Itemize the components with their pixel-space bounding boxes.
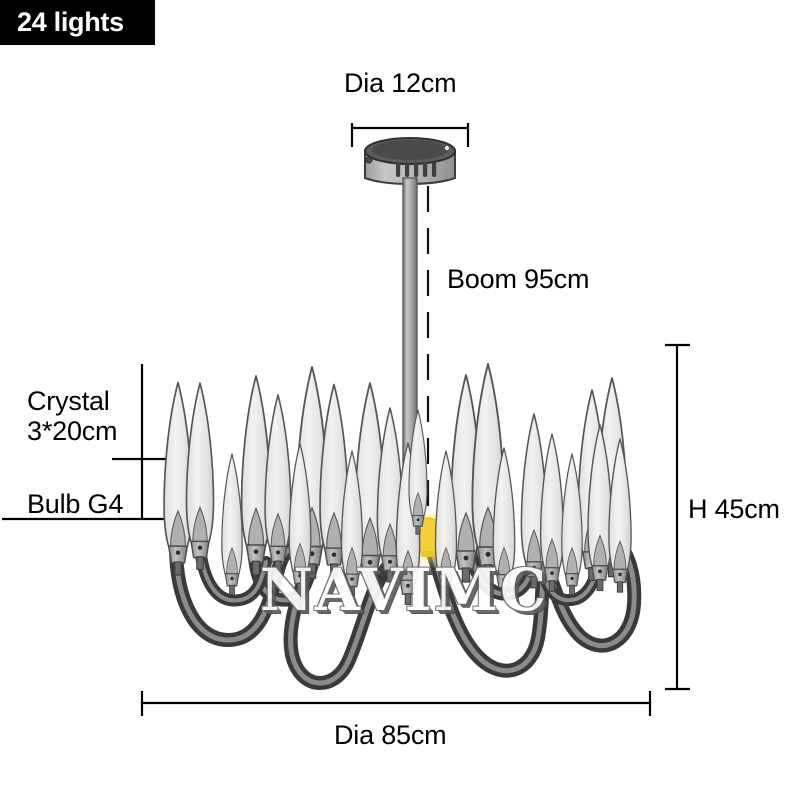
crystal-blade: [539, 433, 565, 593]
dim-canopy-diameter: [350, 123, 470, 147]
label-crystal-callout: Crystal 3*20cm: [27, 386, 118, 447]
variant-count-badge: 24 lights: [0, 0, 155, 45]
label-crystal-line2: 3*20cm: [27, 416, 118, 447]
canopy-screw-right: [443, 144, 451, 152]
crystal-blade: [185, 382, 215, 571]
label-canopy-diameter: Dia 12cm: [344, 68, 457, 98]
dim-fixture-height: [665, 343, 690, 691]
label-fixture-height: H 45cm: [688, 494, 780, 524]
label-boom-length: Boom 95cm: [447, 264, 590, 294]
canopy-screw-left: [365, 156, 373, 164]
ceiling-canopy: [364, 137, 456, 185]
crystal-blade: [221, 453, 243, 596]
label-bulb-callout: Bulb G4: [27, 489, 124, 519]
crystal-blade: [264, 394, 292, 574]
crystal-blades: [163, 363, 632, 606]
dim-fixture-diameter: [140, 691, 652, 716]
label-fixture-diameter: Dia 85cm: [334, 720, 447, 750]
label-crystal-line1: Crystal: [27, 386, 110, 416]
variant-count-label: 24 lights: [17, 7, 124, 37]
canopy-vent-slots: [396, 162, 437, 177]
dimension-lines: [140, 123, 690, 716]
